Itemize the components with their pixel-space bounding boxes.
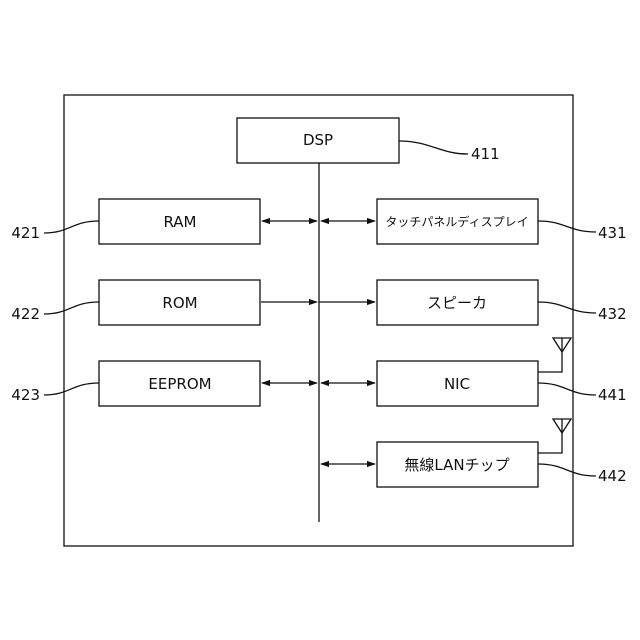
wlan-label: 無線LANチップ [404, 456, 509, 474]
speaker-label: スピーカ [427, 294, 487, 312]
wlan-ref: 442 [598, 467, 627, 485]
speaker-ref: 432 [598, 305, 627, 323]
nic-ref: 441 [598, 386, 627, 404]
nic-label: NIC [444, 375, 470, 393]
eeprom-ref: 423 [11, 386, 40, 404]
touch-panel-ref: 431 [598, 224, 627, 242]
dsp-label: DSP [303, 131, 333, 149]
rom-label: ROM [162, 294, 197, 312]
ram-ref: 421 [11, 224, 40, 242]
rom-ref: 422 [11, 305, 40, 323]
dsp-ref: 411 [471, 145, 500, 163]
eeprom-label: EEPROM [148, 375, 211, 393]
touch-panel-label: タッチパネルディスプレイ [385, 214, 528, 229]
ram-label: RAM [163, 213, 196, 231]
